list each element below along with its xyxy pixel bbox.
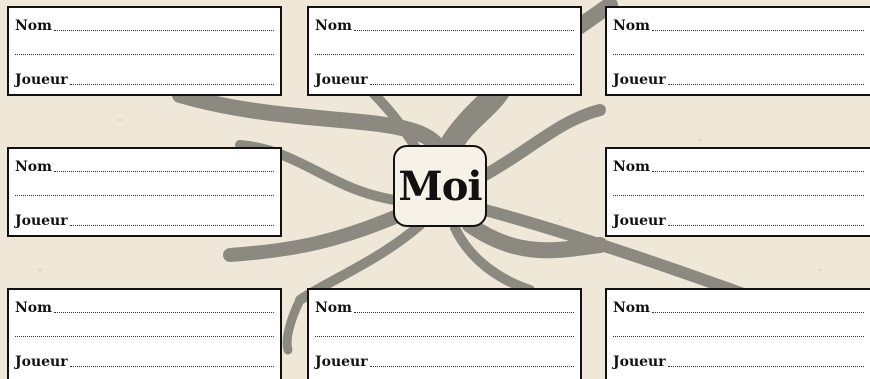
name-input-line[interactable] <box>354 312 574 313</box>
name-input-line[interactable] <box>54 171 274 172</box>
player-input-line[interactable] <box>370 84 574 85</box>
name-input-line[interactable] <box>54 312 274 313</box>
center-self-box: Moi <box>393 145 487 227</box>
name-label: Nom <box>315 300 354 316</box>
name-input-line[interactable] <box>652 30 864 31</box>
name-label: Nom <box>613 159 652 175</box>
name-input-line[interactable] <box>652 171 864 172</box>
player-input-line[interactable] <box>70 366 274 367</box>
player-label: Joueur <box>15 213 70 229</box>
name-input-line[interactable] <box>54 30 274 31</box>
name-input-line-2[interactable] <box>613 336 864 337</box>
player-card-middle-right: Nom Joueur <box>605 147 870 237</box>
player-input-line[interactable] <box>70 225 274 226</box>
name-input-line-2[interactable] <box>15 195 274 196</box>
player-input-line[interactable] <box>668 366 864 367</box>
player-card-bottom-left: Nom Joueur <box>7 288 282 379</box>
player-card-top-center: Nom Joueur <box>307 6 582 96</box>
name-input-line-2[interactable] <box>15 336 274 337</box>
player-input-line[interactable] <box>668 225 864 226</box>
player-input-line[interactable] <box>70 84 274 85</box>
center-label: Moi <box>398 163 481 210</box>
player-input-line[interactable] <box>668 84 864 85</box>
player-card-bottom-right: Nom Joueur <box>605 288 870 379</box>
player-label: Joueur <box>613 213 668 229</box>
player-card-middle-left: Nom Joueur <box>7 147 282 237</box>
name-input-line-2[interactable] <box>613 195 864 196</box>
name-input-line-2[interactable] <box>315 54 574 55</box>
player-label: Joueur <box>15 354 70 370</box>
name-input-line-2[interactable] <box>613 54 864 55</box>
name-label: Nom <box>315 18 354 34</box>
player-label: Joueur <box>613 354 668 370</box>
player-card-bottom-center: Nom Joueur <box>307 288 582 379</box>
name-input-line-2[interactable] <box>315 336 574 337</box>
player-label: Joueur <box>15 72 70 88</box>
name-label: Nom <box>613 18 652 34</box>
player-label: Joueur <box>315 354 370 370</box>
player-card-top-left: Nom Joueur <box>7 6 282 96</box>
player-label: Joueur <box>613 72 668 88</box>
player-card-top-right: Nom Joueur <box>605 6 870 96</box>
name-input-line-2[interactable] <box>15 54 274 55</box>
name-label: Nom <box>15 18 54 34</box>
player-label: Joueur <box>315 72 370 88</box>
name-label: Nom <box>15 300 54 316</box>
player-input-line[interactable] <box>370 366 574 367</box>
name-label: Nom <box>15 159 54 175</box>
name-label: Nom <box>613 300 652 316</box>
name-input-line[interactable] <box>652 312 864 313</box>
name-input-line[interactable] <box>354 30 574 31</box>
